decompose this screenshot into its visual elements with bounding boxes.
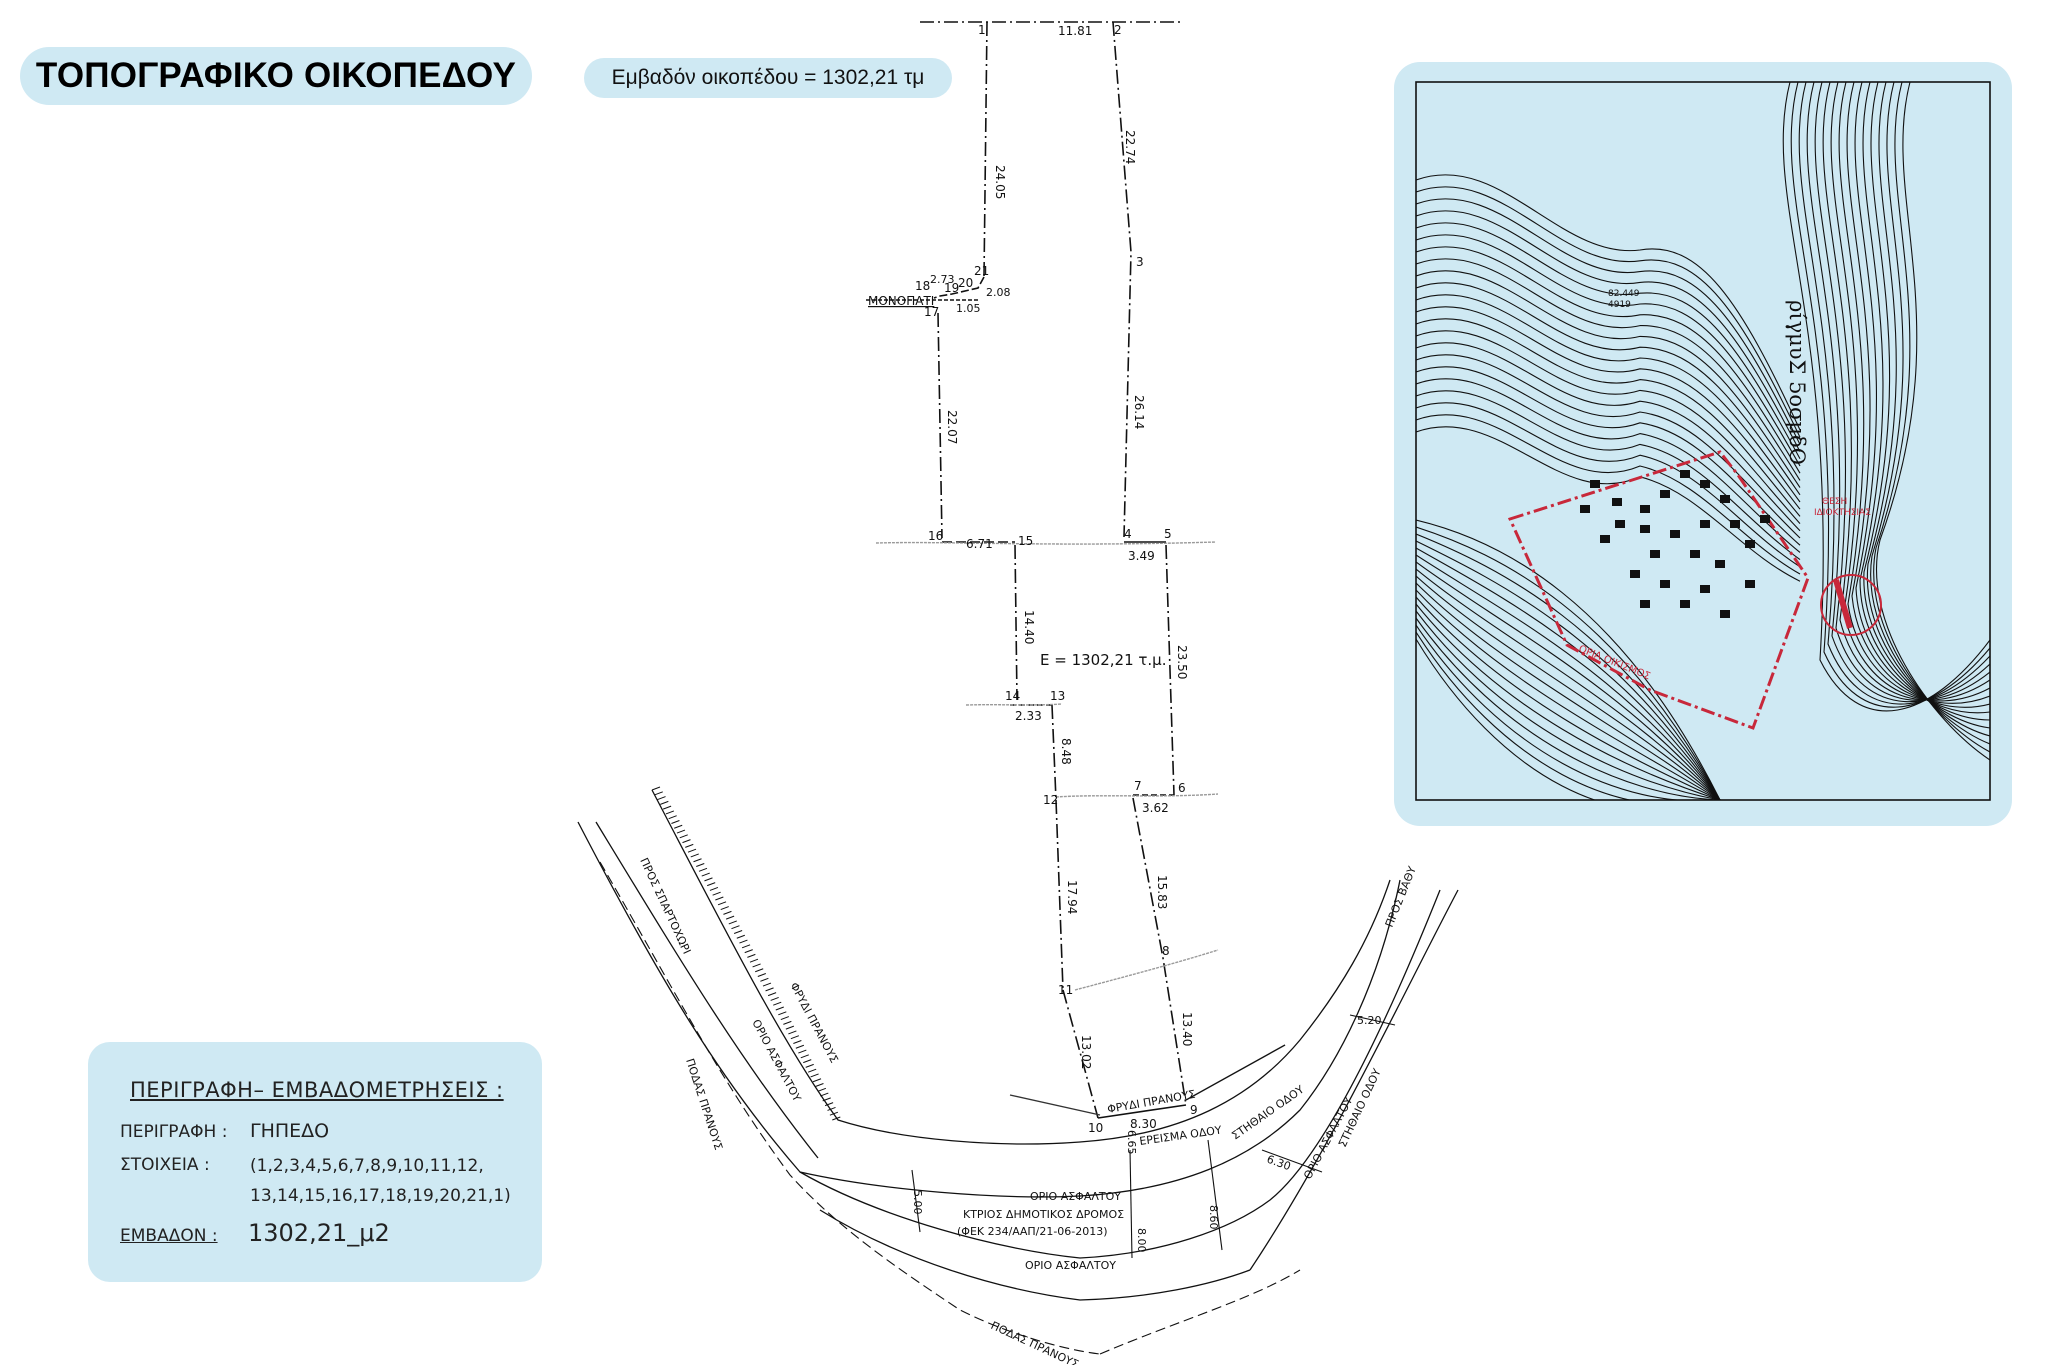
dim-15-14: 14.40 [1022, 610, 1036, 644]
dim-11-10: 13.02 [1079, 1035, 1093, 1069]
info-heading: ΠΕΡΙΓΡΑΦΗ– ΕΜΒΑΔΟΜΕΤΡΗΣΕΙΣ : [130, 1078, 504, 1102]
property-label-2: ΙΔΙΟΚΤΗΣΙΑΣ [1814, 508, 1871, 518]
point-label-7: 7 [1134, 779, 1142, 793]
dim-10-9: 8.30 [1130, 1117, 1157, 1131]
fill-slope-label-1: ΦΡΥΔΙ ΠΡΑΝΟΥΣ [787, 980, 840, 1065]
dim-17-19: 1.05 [956, 302, 981, 315]
point-label-1: 1 [978, 23, 986, 37]
dim-20-21: 2.08 [986, 286, 1011, 299]
area-label: ΕΜΒΑΔΟΝ : [120, 1226, 218, 1246]
property-label-1: ΘΕΣΗ [1822, 497, 1847, 507]
point-label-18: 18 [915, 279, 930, 293]
dim-14-13: 2.33 [1015, 709, 1042, 723]
dim-16-15: 6.71 [966, 537, 993, 551]
point-label-5: 5 [1164, 527, 1172, 541]
road-cross-sections [911, 1014, 1396, 1259]
point-label-13: 13 [1050, 689, 1065, 703]
plot-area-label: Εμβαδόν οικοπέδου = 1302,21 τμ [611, 66, 925, 89]
terrain-lines [875, 541, 1286, 1116]
toe-slope-label-2: ΠΟΔΑΣ ΠΡΑΝΟΥΣ [989, 1319, 1081, 1365]
path-label: ΜΟΝΟΠΑΤΙ [868, 294, 934, 308]
point-label-11: 11 [1058, 983, 1073, 997]
point-label-4: 4 [1124, 527, 1132, 541]
dim-8-9: 13.40 [1180, 1012, 1194, 1046]
dim-5-6: 23.50 [1175, 645, 1189, 679]
point-label-10: 10 [1088, 1121, 1103, 1135]
dim-17-16: 22.07 [945, 410, 959, 444]
point-label-8: 8 [1162, 944, 1170, 958]
point-label-2: 2 [1114, 23, 1122, 37]
fill-slope-hatch [651, 786, 841, 1121]
asphalt-label-3: ΟΡΙΟ ΑΣΦΑΛΤΟΥ [1025, 1259, 1116, 1272]
point-label-20: 20 [958, 276, 973, 290]
road-dashed-edges [599, 861, 1301, 1355]
height-label-2: 4919 [1608, 300, 1631, 310]
fill-slope-label-2: ΦΡΥΔΙ ΠΡΑΝΟΥΣ [1106, 1088, 1196, 1116]
dim-vathy: 5.20 [1357, 1014, 1382, 1027]
point-label-19: 19 [944, 281, 959, 295]
area-pill [584, 58, 952, 98]
property-marker [1833, 579, 1853, 629]
page-title: ΤΟΠΟΓΡΑΦΙΚΟ ΟΙΚΟΠΕΔΟΥ [35, 56, 517, 95]
dim-road-center: 8.00 [1135, 1228, 1148, 1253]
desc-value: ΓΗΠΕΔΟ [250, 1120, 330, 1142]
asphalt-label-1: ΟΡΙΟ ΑΣΦΑΛΤΟΥ [749, 1017, 803, 1104]
channel-label: ρίγμυΣ 5οσμδΟ [1785, 300, 1809, 465]
stitheo-label-1: ΣΤΗΘΑΙΟ ΟΔΟΥ [1229, 1083, 1306, 1143]
area-value: 1302,21_μ2 [248, 1219, 390, 1247]
dim-3-4: 26.14 [1132, 395, 1146, 429]
dim-13-12: 8.48 [1059, 738, 1073, 765]
point-label-6: 6 [1178, 781, 1186, 795]
point-label-14: 14 [1005, 689, 1020, 703]
road-text: ΠΡΟΣ ΣΠΑΡΤΟΧΩΡΙ ΠΡΟΣ ΒΑΘΥ ΦΡΥΔΙ ΠΡΑΝΟΥΣ … [637, 856, 1419, 1365]
dim-road-left: 5.00 [911, 1190, 924, 1215]
height-label-1: 82.449 [1608, 289, 1640, 299]
to-vathy-label: ΠΡΟΣ ΒΑΘΥ [1383, 864, 1419, 929]
elements-line-2: 13,14,15,16,17,18,19,20,21,1) [250, 1186, 511, 1206]
elements-label: ΣΤΟΙΧΕΙΑ : [120, 1155, 210, 1175]
point-label-15: 15 [1018, 534, 1033, 548]
toe-slope-label-1: ΠΟΔΑΣ ΠΡΑΝΟΥΣ [683, 1057, 725, 1152]
dim-1-2: 11.81 [1058, 24, 1092, 38]
slope-hatch [1185, 1044, 1286, 1101]
dim-7-6: 3.62 [1142, 801, 1169, 815]
desc-label: ΠΕΡΙΓΡΑΦΗ : [120, 1122, 228, 1142]
dim-12-11: 17.94 [1065, 880, 1079, 914]
point-label-12: 12 [1043, 793, 1058, 807]
dim-2-3: 22.74 [1123, 130, 1137, 164]
plot-boundary [866, 21, 1187, 1119]
plot-area-text: E = 1302,21 τ.μ. [1040, 651, 1167, 669]
point-label-16: 16 [928, 529, 943, 543]
point-label-21: 21 [974, 264, 989, 278]
road-lines [577, 789, 1459, 1301]
point-label-9: 9 [1190, 1103, 1198, 1117]
description-panel [88, 1042, 542, 1282]
title-pill [20, 47, 532, 105]
main-road-gazette-label: (ΦΕΚ 234/ΑΑΠ/21-06-2013) [957, 1225, 1108, 1238]
point-label-17: 17 [924, 305, 939, 319]
dimension-labels: 11.81 24.05 22.74 2.73 1.05 2.08 22.07 2… [911, 24, 1382, 1253]
asphalt-label-2: ΟΡΙΟ ΑΣΦΑΛΤΟΥ [1030, 1190, 1121, 1203]
dim-4-5: 3.49 [1128, 549, 1155, 563]
dim-7-8: 15.83 [1155, 875, 1169, 909]
dim-1-21: 24.05 [993, 165, 1007, 199]
property-circle [1820, 574, 1882, 636]
main-road-label: ΚΤΡΙΟΣ ΔΗΜΟΤΙΚΟΣ ΔΡΟΜΟΣ [963, 1208, 1124, 1221]
location-inset-map [1415, 81, 1991, 801]
point-label-3: 3 [1136, 255, 1144, 269]
dim-road-shoulder: 6.65 [1125, 1130, 1138, 1155]
dim-18-21: 2.73 [930, 273, 955, 286]
settlement-boundary [1507, 450, 1810, 730]
elements-line-1: (1,2,3,4,5,6,7,8,9,10,11,12, [250, 1156, 484, 1176]
